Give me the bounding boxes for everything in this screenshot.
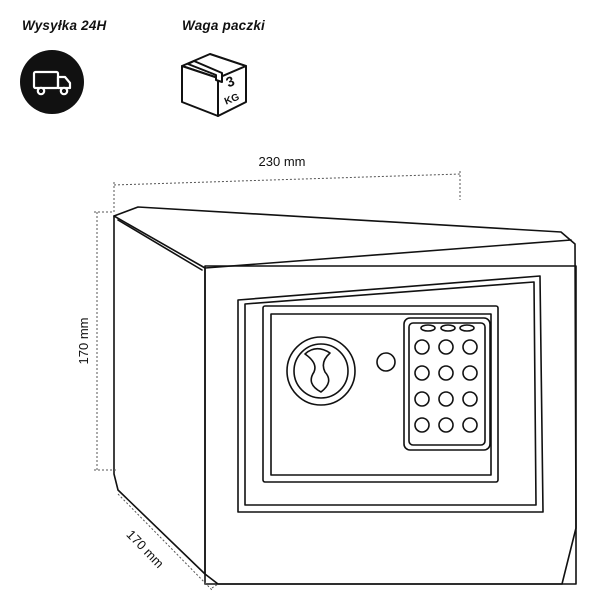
keypad <box>403 317 491 451</box>
depth-dimension: 170 mm <box>124 527 167 571</box>
weight-unit: KG <box>223 92 241 108</box>
truck-icon <box>20 50 84 114</box>
width-dimension-line <box>113 173 461 186</box>
door-panel <box>262 305 499 483</box>
shipping-label: Wysyłka 24H <box>22 18 107 33</box>
height-dimension: 170 mm <box>76 318 91 365</box>
handle-knob <box>286 336 356 406</box>
safe-door <box>237 275 544 513</box>
width-dimension: 230 mm <box>259 154 306 169</box>
weight-label: Waga paczki <box>182 18 265 33</box>
keypad-buttons <box>414 339 478 433</box>
package-box-icon: 3 KG <box>181 53 247 117</box>
front-face <box>204 265 577 585</box>
keyhole <box>376 352 396 372</box>
